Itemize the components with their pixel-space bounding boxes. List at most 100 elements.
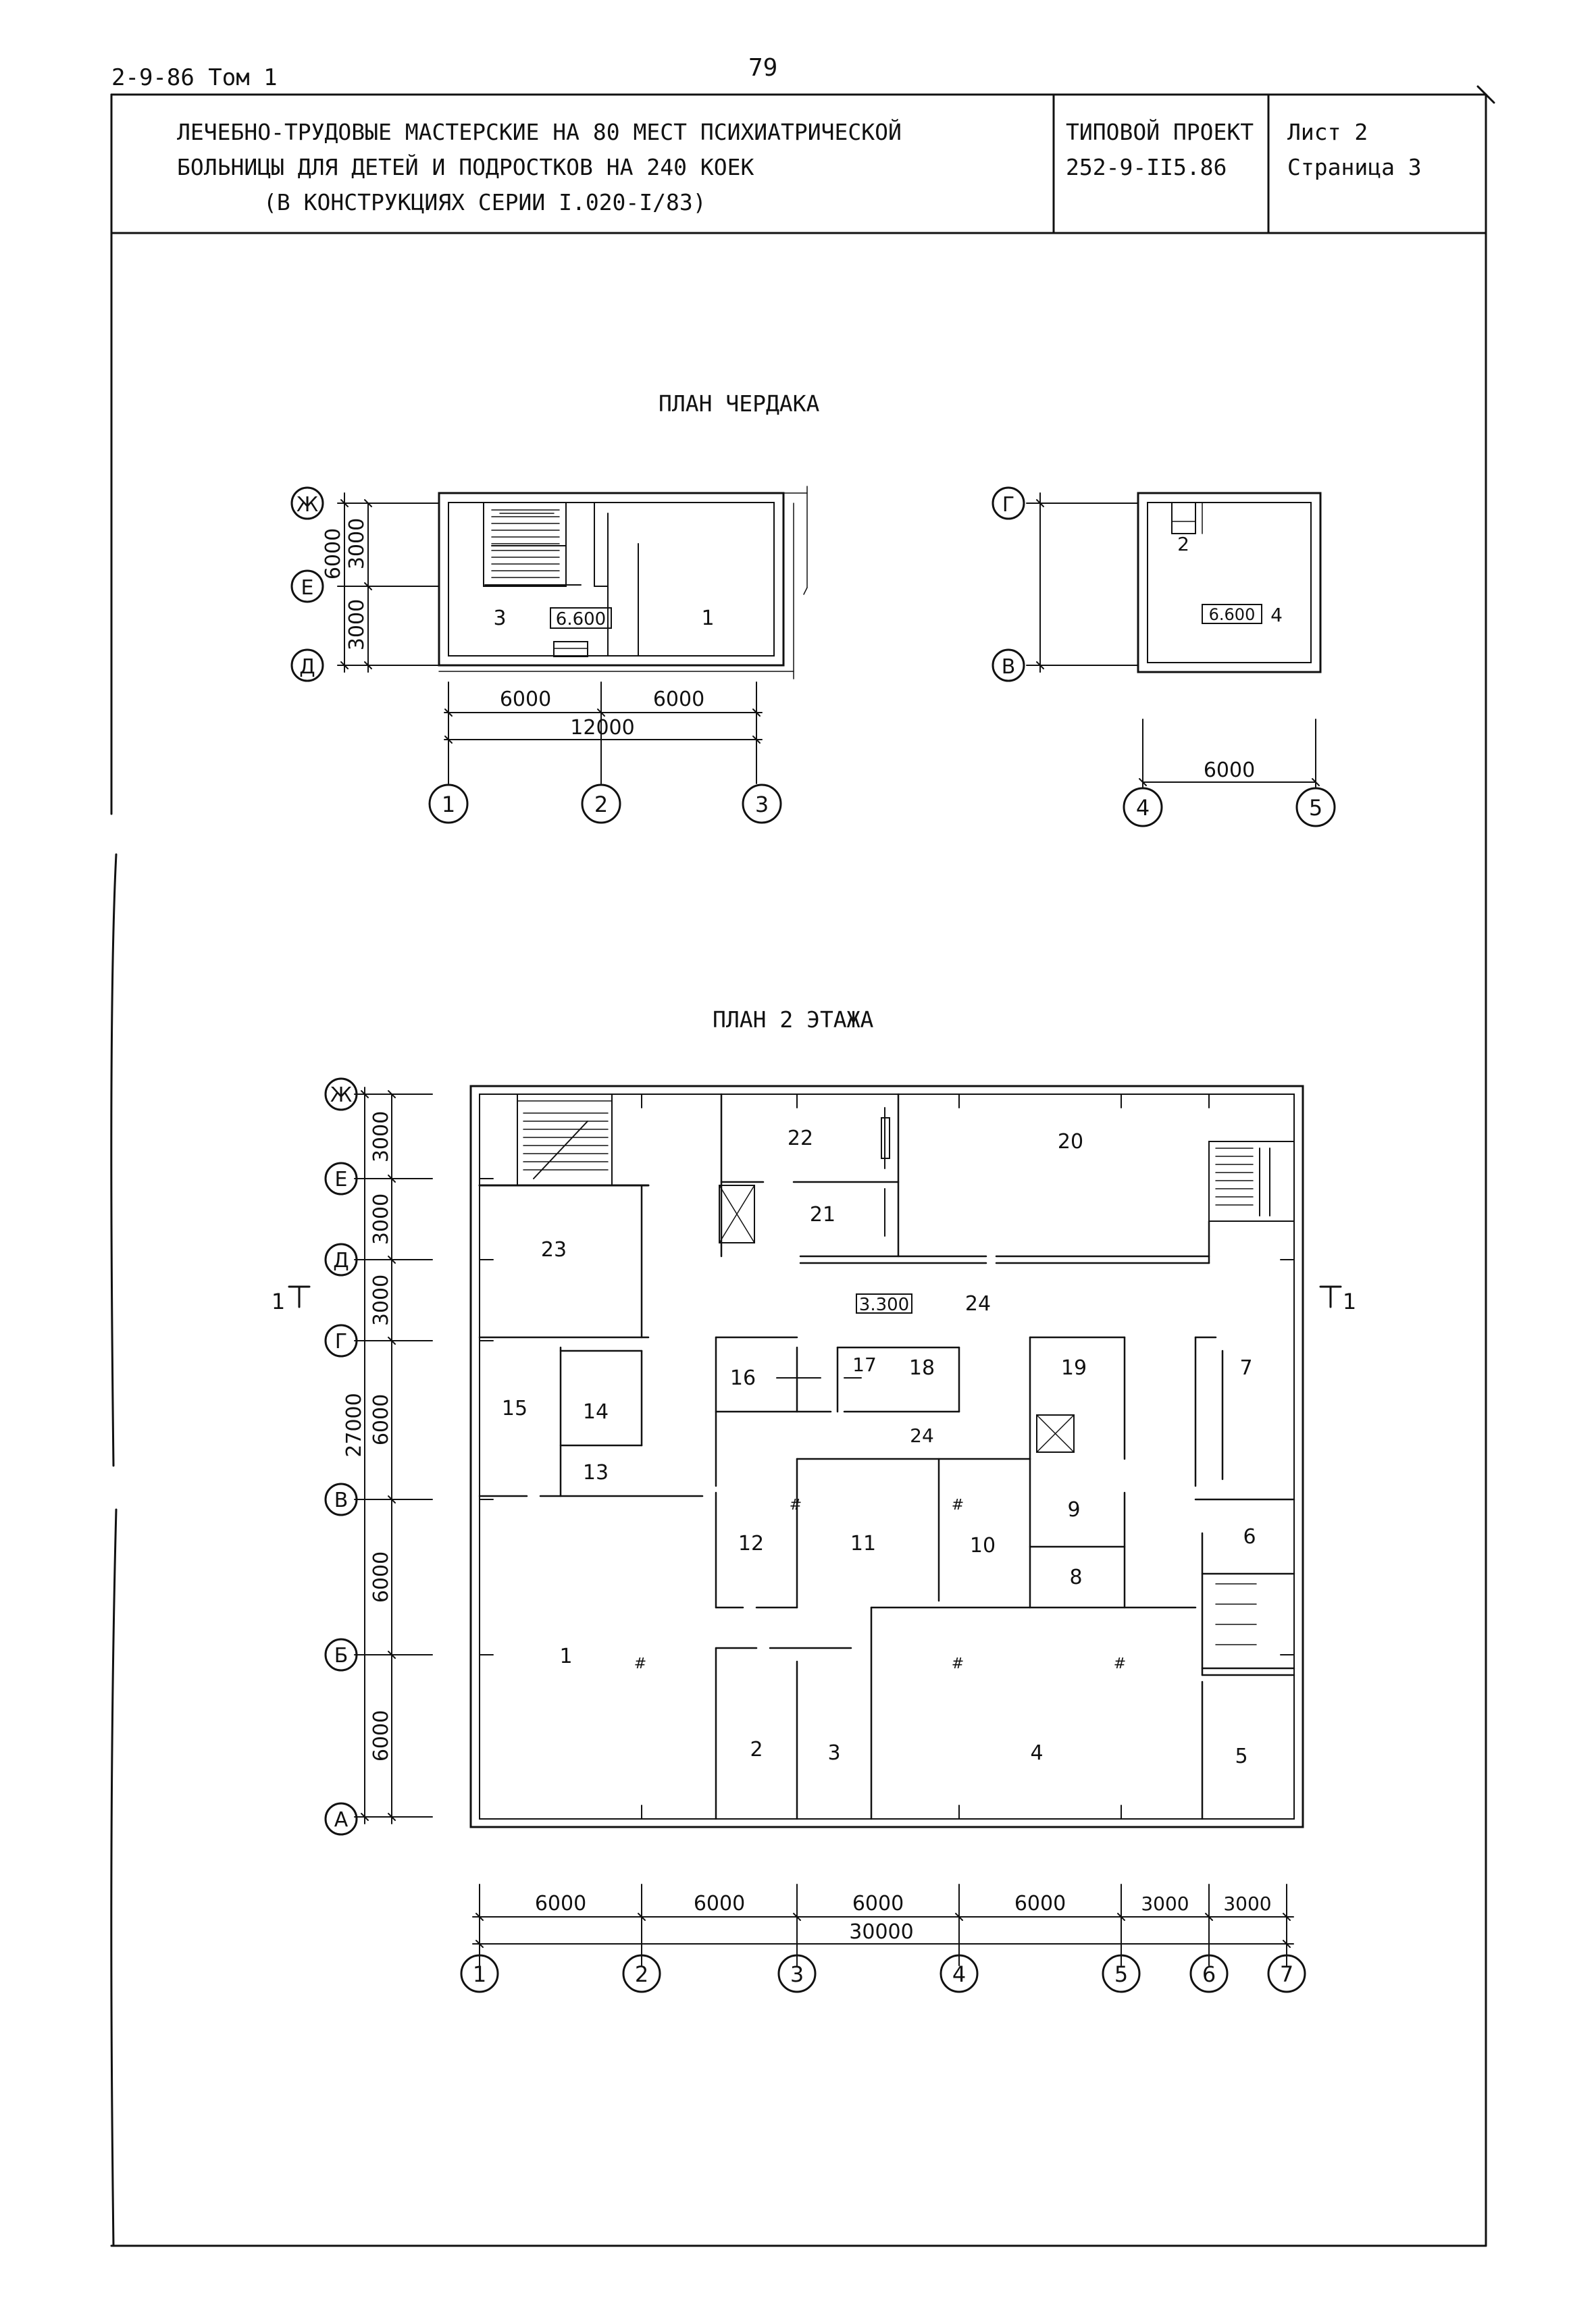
attic-right-block xyxy=(1137,492,1322,673)
sheet-frame xyxy=(110,85,1495,2247)
attic-col-label: 2 xyxy=(594,792,608,817)
attic-left-axis-bubbles xyxy=(290,486,782,824)
floor2-col-dims xyxy=(472,1884,1294,1966)
room-label: 20 xyxy=(1058,1130,1083,1154)
floor2-col-label: 4 xyxy=(952,1961,966,1987)
floor2-row-bubbles xyxy=(324,1077,358,1836)
floor2-col-dim: 6000 xyxy=(1014,1892,1066,1916)
floor2-plan-title: ПЛАН 2 ЭТАЖА xyxy=(713,1006,874,1033)
floor2-row-dim: 3000 xyxy=(369,1275,393,1326)
section-mark-label-left: 1 xyxy=(272,1289,285,1314)
floor2-col-bubbles xyxy=(460,1954,1306,1993)
attic-row-label: Е xyxy=(301,576,314,600)
room-label: 9 xyxy=(1067,1498,1080,1522)
room-label: 23 xyxy=(541,1238,567,1262)
project-number: 252-9-II5.86 xyxy=(1066,154,1227,180)
title-line-1: ЛЕЧЕБНО-ТРУДОВЫЕ МАСТЕРСКИЕ НА 80 МЕСТ П… xyxy=(177,119,902,145)
room-label: 18 xyxy=(909,1356,935,1380)
page-number: 79 xyxy=(748,54,778,82)
column-hash-mark: # xyxy=(1114,1655,1126,1672)
floor2-column-marks xyxy=(479,1094,1295,1820)
floor2-row-dim: 3000 xyxy=(369,1111,393,1162)
series-reference: 2-9-86 Том 1 xyxy=(111,64,278,91)
floor2-row-dim: 6000 xyxy=(369,1394,393,1445)
room-label: 1 xyxy=(559,1645,572,1668)
column-hash-mark: # xyxy=(952,1655,964,1672)
floor2-row-label: Г xyxy=(335,1330,347,1354)
floor2-col-dim: 3000 xyxy=(1223,1893,1271,1915)
floor2-col-label: 3 xyxy=(790,1961,804,1987)
room-label: 15 xyxy=(502,1397,527,1420)
attic-col-label: 3 xyxy=(755,792,769,817)
room-label: 13 xyxy=(583,1461,609,1485)
attic-right-dims xyxy=(1026,492,1320,788)
floor2-row-label: А xyxy=(334,1808,349,1832)
project-label: ТИПОВОЙ ПРОЕКТ xyxy=(1066,119,1254,145)
room-label: 24 xyxy=(910,1424,934,1447)
room-label: 14 xyxy=(583,1400,609,1424)
floor2-col-label: 7 xyxy=(1280,1961,1293,1987)
attic-right-room-label: 2 xyxy=(1177,533,1189,555)
attic-right-row-label: В xyxy=(1002,655,1016,679)
room-label: 12 xyxy=(738,1532,764,1555)
floor2-row-dims xyxy=(354,1087,433,1824)
floor2-col-total: 30000 xyxy=(849,1920,913,1944)
attic-row-label: Д xyxy=(299,655,315,679)
column-hash-mark: # xyxy=(790,1497,802,1514)
floor2-col-label: 6 xyxy=(1202,1961,1216,1987)
page-label: Страница 3 xyxy=(1287,154,1422,180)
floor2-row-label: Д xyxy=(333,1249,349,1272)
attic-left-dims xyxy=(337,492,763,784)
room-label: 5 xyxy=(1235,1745,1247,1768)
attic-left-level xyxy=(550,607,612,629)
room-label: 16 xyxy=(730,1366,756,1390)
floor2-col-label: 5 xyxy=(1114,1961,1128,1987)
floor2-col-dim: 6000 xyxy=(694,1892,745,1916)
attic-row-label: Ж xyxy=(297,493,318,517)
floor2-stair-right xyxy=(1208,1141,1295,1222)
section-marks xyxy=(288,1285,1342,1308)
floor2-level-mark xyxy=(856,1293,912,1314)
floor2-col-label: 1 xyxy=(473,1961,486,1987)
attic-right-row-label: Г xyxy=(1002,493,1014,517)
attic-right-axis-bubbles xyxy=(992,486,1336,827)
room-label: 2 xyxy=(750,1738,763,1762)
floor2-row-label: В xyxy=(334,1489,349,1512)
room-label: 6 xyxy=(1243,1525,1256,1549)
room-label: 4 xyxy=(1030,1741,1043,1765)
attic-row-dim: 3000 xyxy=(345,599,369,650)
section-mark-label-right: 1 xyxy=(1343,1289,1356,1314)
room-label: 19 xyxy=(1061,1356,1087,1380)
attic-left-block xyxy=(438,486,808,679)
attic-plan-title: ПЛАН ЧЕРДАКА xyxy=(659,390,820,417)
room-label: 22 xyxy=(788,1127,813,1150)
floor2-stair-left xyxy=(478,1094,650,1187)
title-line-3: (В КОНСТРУКЦИЯХ СЕРИИ I.020-I/83) xyxy=(263,189,706,215)
room-label: 11 xyxy=(850,1532,876,1555)
room-label: 21 xyxy=(810,1203,835,1227)
floor2-row-label: Ж xyxy=(330,1083,352,1107)
floor2-level: 3.300 xyxy=(859,1295,909,1315)
floor2-row-total: 27000 xyxy=(342,1393,366,1457)
attic-right-col-dim: 6000 xyxy=(1204,759,1255,782)
floor2-row-label: Е xyxy=(335,1168,348,1191)
attic-row-dim: 3000 xyxy=(345,518,369,569)
attic-room-label: 1 xyxy=(701,607,714,630)
room-label: 7 xyxy=(1239,1356,1252,1380)
floor2-row-dim: 6000 xyxy=(369,1551,393,1603)
room-label: 10 xyxy=(970,1534,996,1558)
attic-right-room-label: 4 xyxy=(1270,604,1283,626)
room-label: 8 xyxy=(1069,1566,1082,1589)
floor2-row-label: Б xyxy=(334,1644,349,1668)
attic-right-col-label: 4 xyxy=(1136,795,1150,821)
attic-col-total: 12000 xyxy=(570,716,634,740)
title-line-2: БОЛЬНИЦЫ ДЛЯ ДЕТЕЙ И ПОДРОСТКОВ НА 240 К… xyxy=(177,154,754,180)
floor2-outer-walls xyxy=(469,1085,1304,1828)
attic-level: 6.600 xyxy=(556,609,606,629)
floor2-col-dim: 6000 xyxy=(852,1892,904,1916)
floor2-col-dim: 6000 xyxy=(535,1892,586,1916)
floor2-partitions xyxy=(478,1093,1295,1820)
column-hash-mark: # xyxy=(952,1497,964,1514)
attic-col-dim: 6000 xyxy=(653,688,704,711)
